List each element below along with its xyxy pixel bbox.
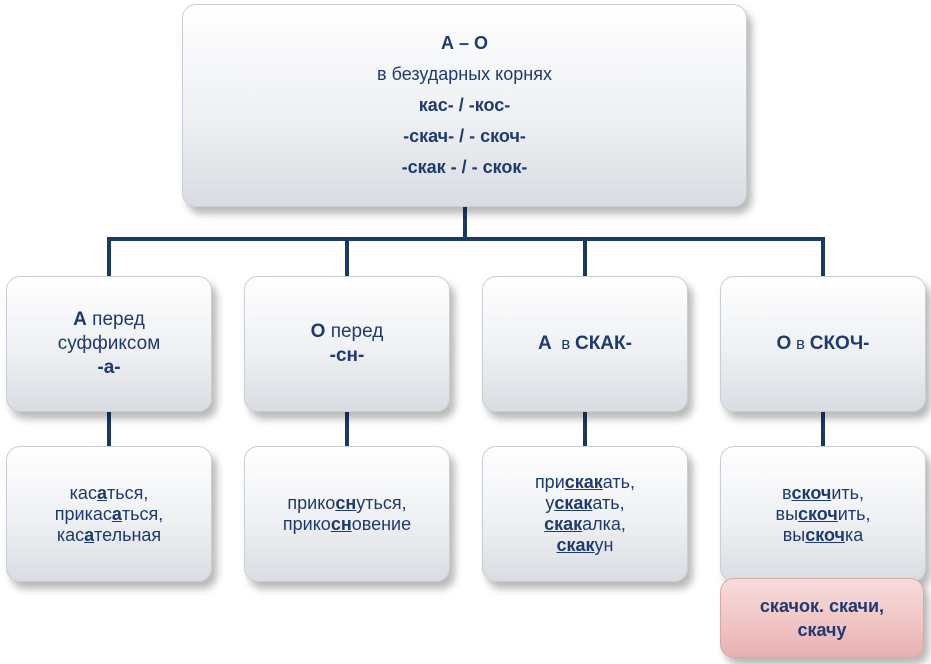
example-1-word-3: касательная [57,525,161,546]
word-part: ить, [831,482,865,503]
examples-box-1: касаться,прикасаться,касательная [6,446,212,582]
underlined-root: а [111,503,122,524]
example-1-word-1: касаться, [70,483,149,504]
exception-box: скачок. скачи, скачу [720,578,924,658]
rule-box-4: О в СКОЧ- [720,276,926,412]
underlined-root: скоч [791,482,832,503]
example-3-word-1: прискакать, [535,472,635,493]
word-part: прико [287,493,336,513]
example-4-word-2: выскочить, [776,504,871,525]
word-part: прикас [54,503,112,524]
example-3-word-3: скакалка, [544,514,626,535]
rule-4-line-1: О в СКОЧ- [776,333,870,354]
word-part: ить, [837,503,871,524]
word-part: ться, [121,503,164,524]
word-part: кас [69,482,97,503]
root-pair-3: -скак - / - скок- [401,157,528,177]
word-part: кас [56,524,85,545]
example-3-word-2: ускакать, [545,493,624,514]
word-part: ун [594,535,614,555]
underlined-root: а [96,482,107,503]
word-part: вы [775,503,799,524]
rule-2-line-1: О перед [310,321,384,342]
example-2-word-1: прикоснуться, [287,493,406,514]
example-4-word-3: выскочка [783,525,864,546]
underlined-root: скоч [805,524,845,545]
exception-line-1: скачок. скачи, [759,596,885,616]
exception-line-2: скачу [797,620,847,640]
rule-1-line-3: -а- [97,357,121,378]
rule-1-line-2: суффиксом [57,333,161,354]
examples-box-4: вскочить,выскочить,выскочка [720,446,926,582]
word-part: ать, [592,493,625,513]
word-part: вы [782,524,806,545]
word-part: прико [282,514,331,534]
word-part: при [534,472,565,492]
underlined-root: скак [554,493,593,513]
underlined-root: скак [544,514,583,534]
word-part: у [545,493,555,513]
root-pair-1: кас- / -кос- [418,95,511,115]
examples-box-2: прикоснуться,прикосновение [244,446,450,582]
word-part: ться, [106,482,149,503]
word-part: ать, [602,472,636,492]
rule-box-3: А в СКАК- [482,276,688,412]
examples-box-3: прискакать,ускакать,скакалка,скакун [482,446,688,582]
root-box: А – О в безударных корнях кас- / -кос- -… [182,4,747,207]
rule-3-line-1: А в СКАК- [538,333,632,354]
underlined-root: сн [330,514,352,534]
word-part: в [781,482,792,503]
example-1-word-2: прикасаться, [55,504,163,525]
word-part: ка [845,524,864,545]
example-4-word-1: вскочить, [782,483,864,504]
example-3-word-4: скакун [557,535,614,556]
underlined-root: сн [335,493,357,513]
underlined-root: скак [564,472,603,492]
rule-box-2: О перед -сн- [244,276,450,412]
underlined-root: скоч [798,503,838,524]
word-part: уться, [356,493,407,513]
root-pair-2: -скач- / - скоч- [403,126,526,146]
word-part: алка, [582,514,626,534]
root-subtitle: в безударных корнях [377,64,552,84]
root-title: А – О [440,33,488,53]
rule-box-1: А перед суффиксом -а- [6,276,212,412]
rule-2-line-2: -сн- [329,345,365,366]
word-part: овение [351,514,412,534]
example-2-word-2: прикосновение [283,514,411,535]
underlined-root: а [84,524,95,545]
word-part: тельная [94,524,162,545]
underlined-root: скак [556,535,595,555]
rule-1-line-1: А перед [73,309,145,330]
